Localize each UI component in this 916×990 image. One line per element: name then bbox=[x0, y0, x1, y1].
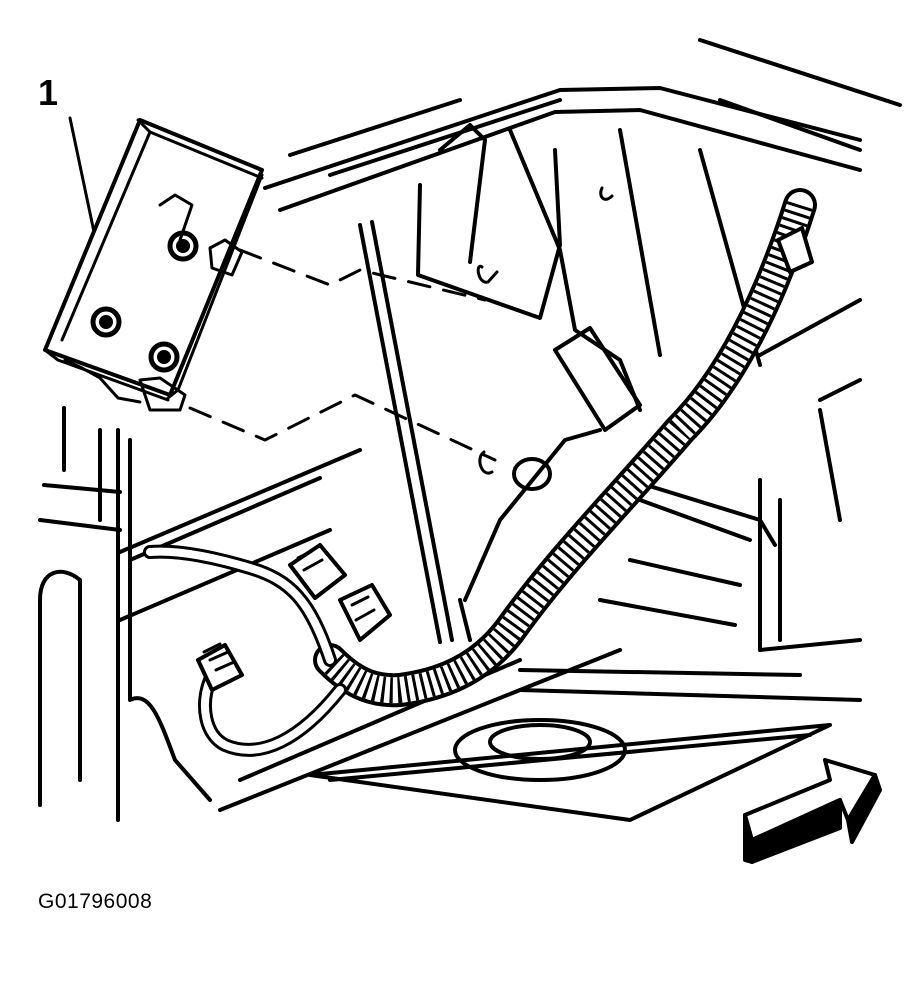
body-structure bbox=[263, 38, 902, 644]
floor-panels bbox=[38, 298, 862, 822]
front-direction-arrow bbox=[743, 758, 882, 864]
callout-1: 1 bbox=[38, 72, 59, 113]
wiring-harness-main bbox=[313, 188, 817, 708]
install-guide-lines bbox=[188, 248, 497, 462]
harness-connectors bbox=[196, 543, 392, 692]
wiring-harness-branches bbox=[143, 544, 347, 757]
control-module bbox=[43, 116, 264, 412]
figure-code: G01796008 bbox=[38, 890, 153, 913]
